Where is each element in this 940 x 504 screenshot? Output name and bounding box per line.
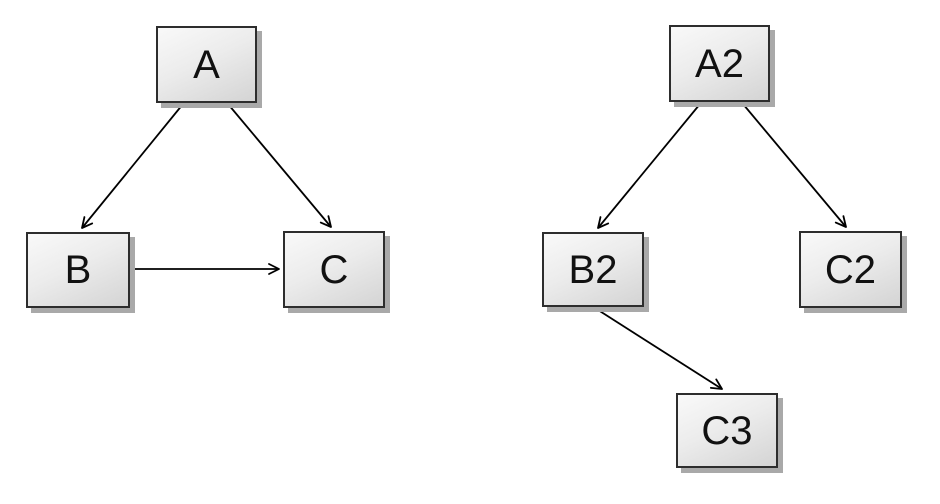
node-C: C: [283, 231, 385, 308]
node-B: B: [26, 232, 130, 308]
node-A2: A2: [669, 25, 770, 102]
node-C2-label: C2: [824, 247, 877, 292]
node-B2: B2: [542, 232, 644, 307]
node-A-label: A: [193, 42, 220, 87]
node-A2-label: A2: [695, 41, 744, 86]
edge-A2-to-B2: [597, 103, 701, 229]
edge-B2-to-C3: [594, 307, 723, 390]
node-C3: C3: [676, 393, 778, 468]
edge-A-to-B: [81, 103, 184, 229]
node-B-label: B: [64, 248, 92, 292]
node-A: A: [156, 26, 257, 103]
node-C2: C2: [799, 231, 902, 308]
edge-A2-to-C2: [742, 103, 847, 228]
node-C3-label: C3: [701, 408, 753, 453]
node-B2-label: B2: [568, 247, 618, 292]
edge-A-to-C: [227, 103, 332, 228]
node-C-label: C: [319, 247, 349, 292]
